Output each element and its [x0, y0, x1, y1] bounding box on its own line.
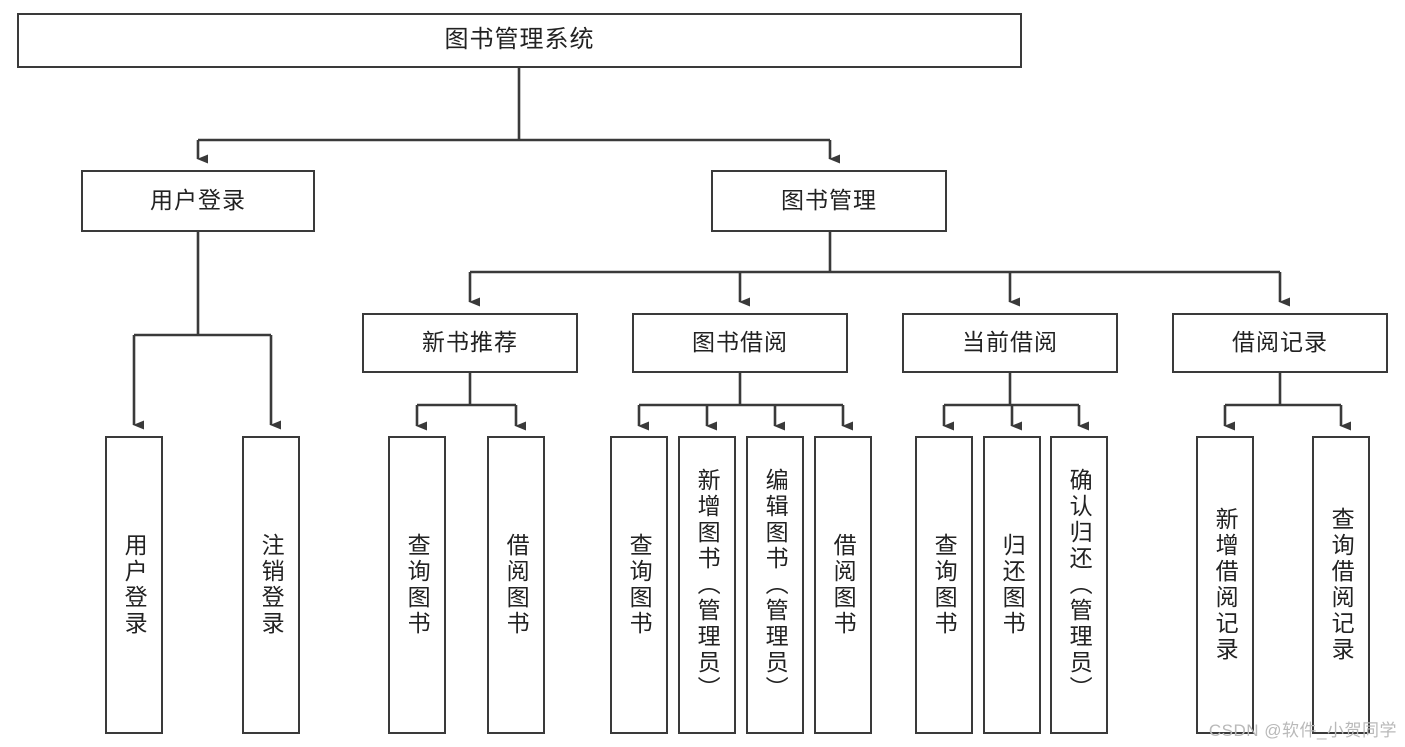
- node-book-management[interactable]: 图书管理: [711, 170, 947, 232]
- node-label: 查询图书: [404, 533, 431, 637]
- node-root-book-management-system[interactable]: 图书管理系统: [17, 13, 1022, 68]
- node-leaf-query-borrow-record[interactable]: 查询借阅记录: [1312, 436, 1370, 734]
- node-leaf-borrow-book[interactable]: 借阅图书: [814, 436, 872, 734]
- node-book-borrow[interactable]: 图书借阅: [632, 313, 848, 373]
- node-leaf-add-borrow-record[interactable]: 新增借阅记录: [1196, 436, 1254, 734]
- node-label: 图书管理: [781, 187, 877, 214]
- node-label: 注销登录: [258, 533, 285, 637]
- node-leaf-query-book-current[interactable]: 查询图书: [915, 436, 973, 734]
- node-leaf-add-book-admin[interactable]: 新增图书（管理员）: [678, 436, 736, 734]
- node-leaf-edit-book-admin[interactable]: 编辑图书（管理员）: [746, 436, 804, 734]
- node-label: 借阅图书: [503, 533, 530, 637]
- node-label: 当前借阅: [962, 329, 1058, 356]
- node-label: 确认归还（管理员）: [1066, 468, 1093, 702]
- node-label: 归还图书: [999, 533, 1026, 637]
- node-leaf-confirm-return-admin[interactable]: 确认归还（管理员）: [1050, 436, 1108, 734]
- watermark: CSDN @软件_小贺同学: [1208, 721, 1397, 740]
- node-user-login[interactable]: 用户登录: [81, 170, 315, 232]
- node-label: 图书管理系统: [444, 26, 595, 54]
- node-label: 用户登录: [121, 533, 148, 637]
- node-label: 图书借阅: [692, 329, 788, 356]
- node-leaf-query-book-borrow[interactable]: 查询图书: [610, 436, 668, 734]
- node-label: 新增图书（管理员）: [694, 468, 721, 702]
- node-leaf-logout[interactable]: 注销登录: [242, 436, 300, 734]
- node-label: 用户登录: [150, 187, 246, 214]
- node-current-borrow[interactable]: 当前借阅: [902, 313, 1118, 373]
- node-label: 编辑图书（管理员）: [762, 468, 789, 702]
- node-label: 查询图书: [931, 533, 958, 637]
- node-label: 查询图书: [626, 533, 653, 637]
- node-borrow-record[interactable]: 借阅记录: [1172, 313, 1388, 373]
- node-label: 查询借阅记录: [1328, 507, 1355, 663]
- node-new-book-recommend[interactable]: 新书推荐: [362, 313, 578, 373]
- node-leaf-borrow-book-recommend[interactable]: 借阅图书: [487, 436, 545, 734]
- node-leaf-user-login[interactable]: 用户登录: [105, 436, 163, 734]
- node-label: 借阅图书: [830, 533, 857, 637]
- node-label: 新增借阅记录: [1212, 507, 1239, 663]
- node-leaf-query-book-recommend[interactable]: 查询图书: [388, 436, 446, 734]
- node-label: 借阅记录: [1232, 329, 1328, 356]
- node-leaf-return-book[interactable]: 归还图书: [983, 436, 1041, 734]
- node-label: 新书推荐: [422, 329, 518, 356]
